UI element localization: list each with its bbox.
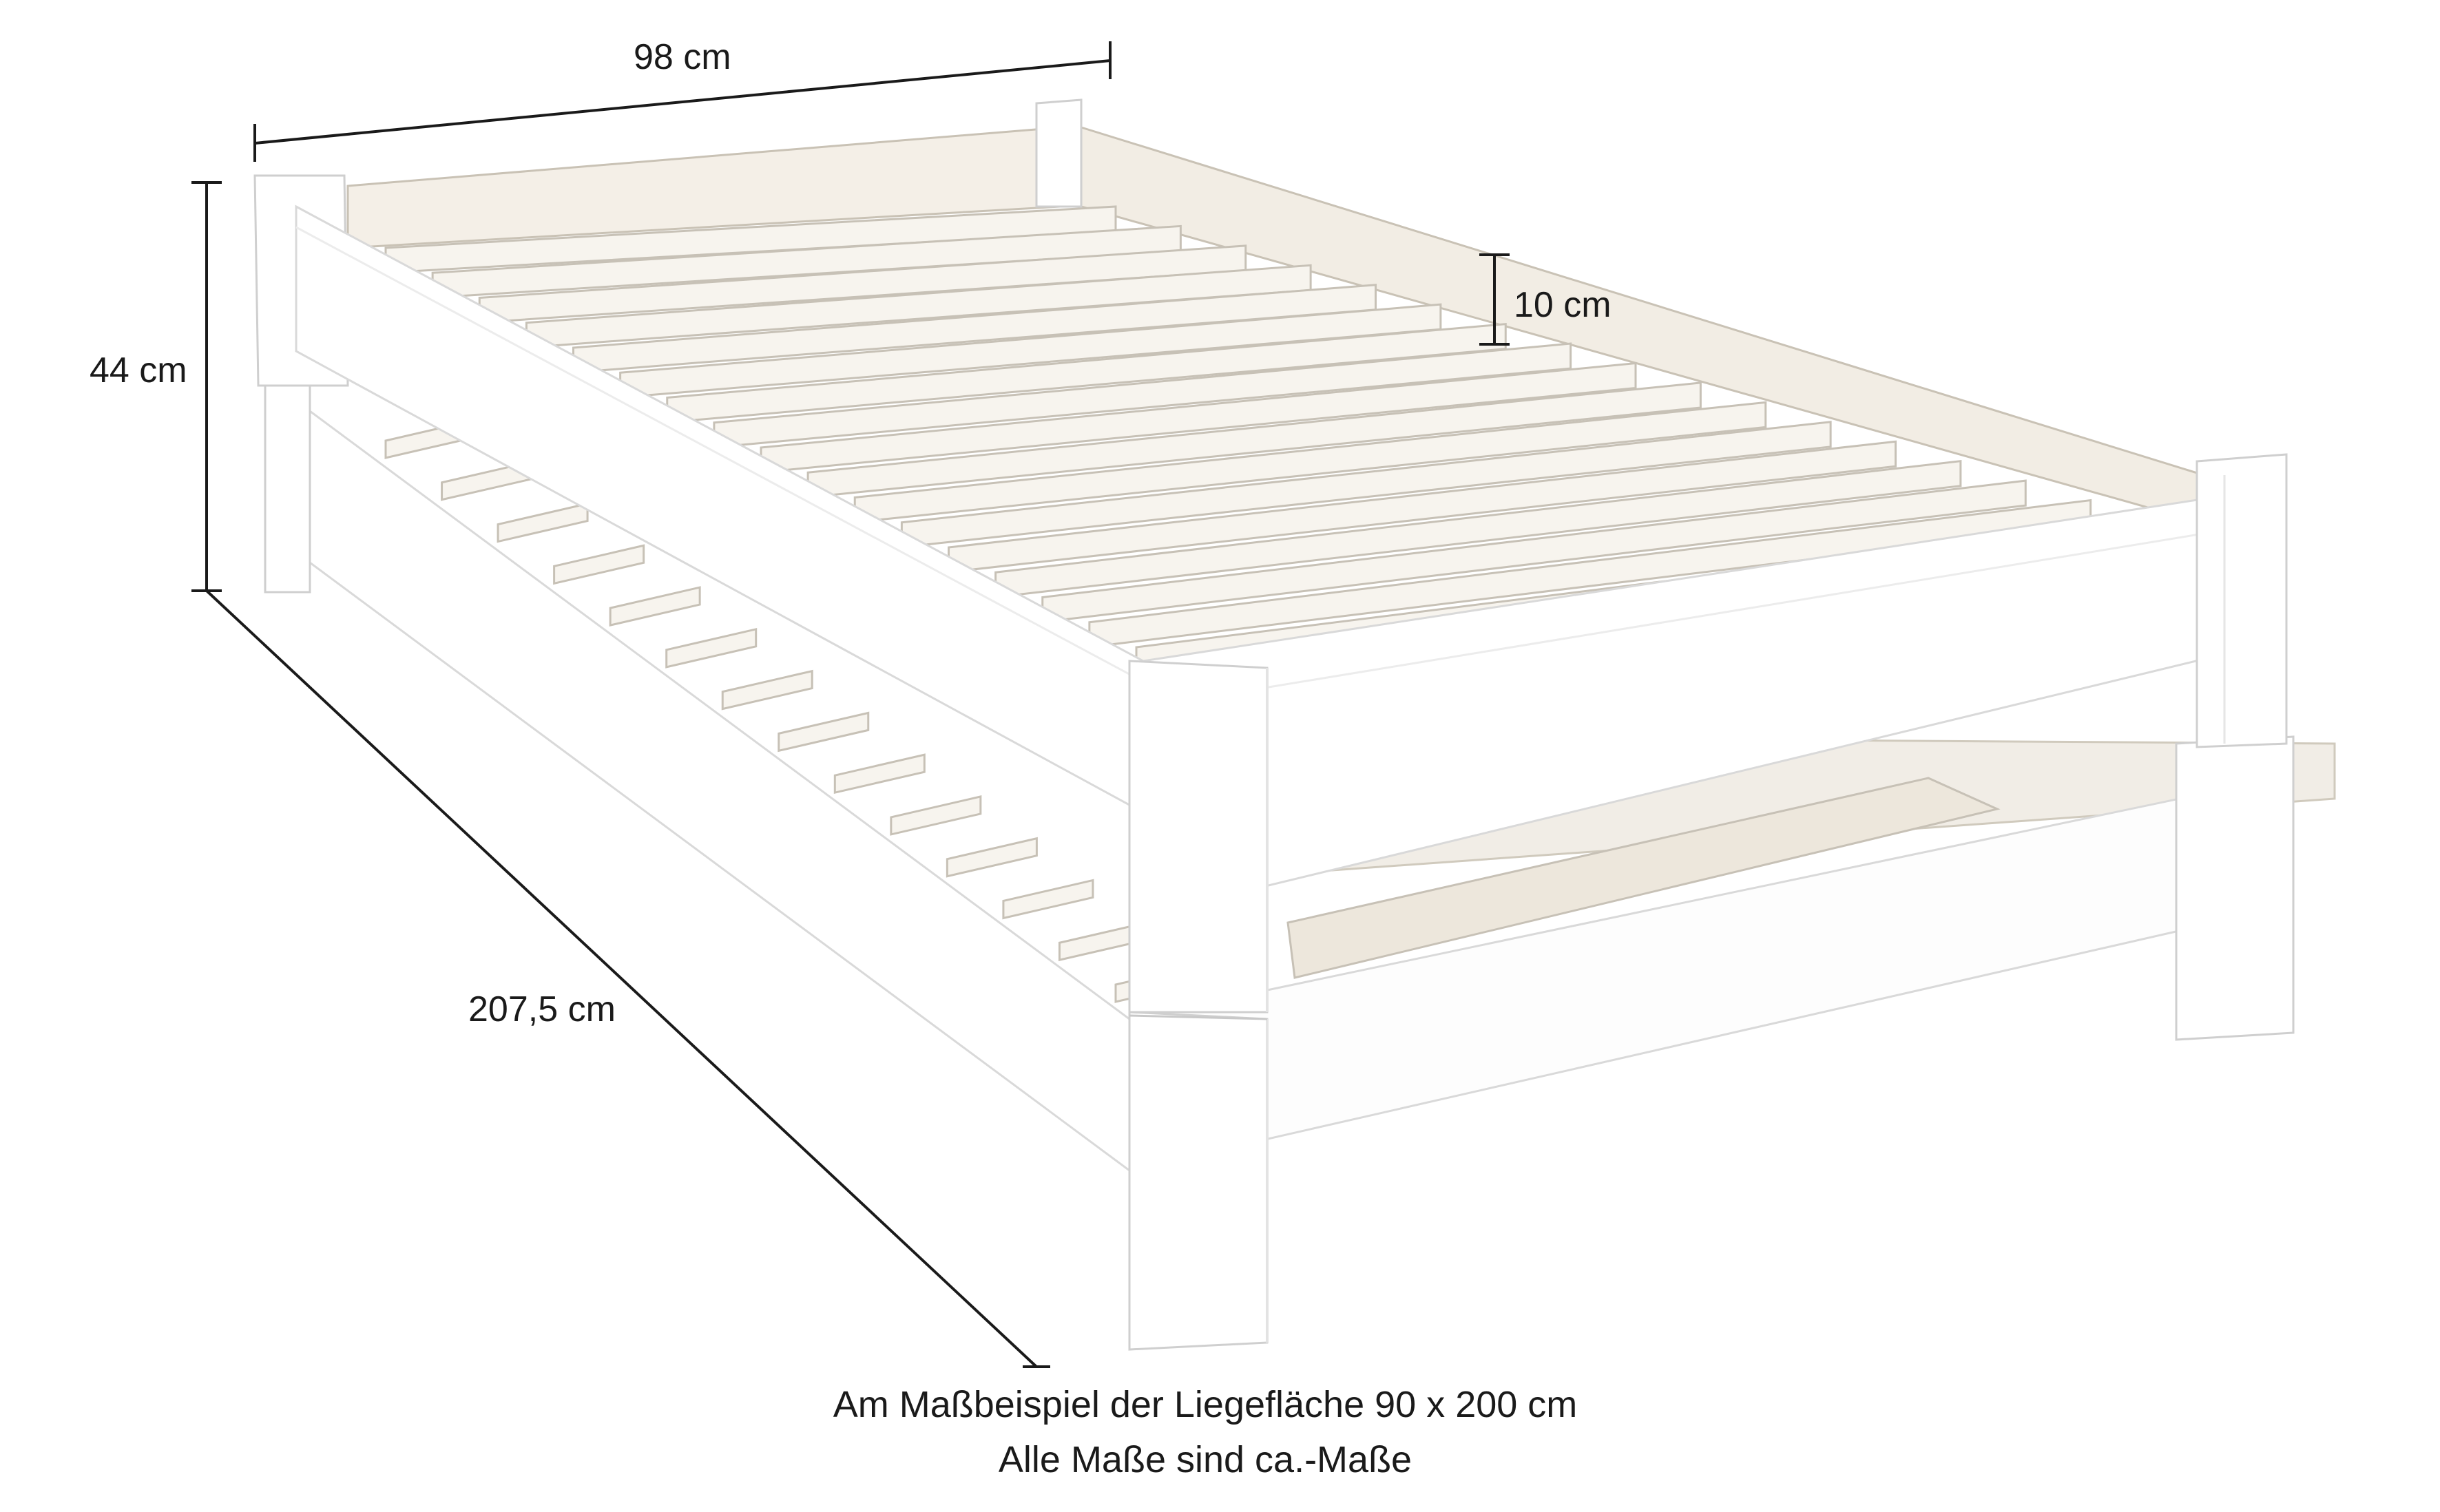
slat-height-label: 10 cm bbox=[1514, 285, 1612, 325]
length-dimension-line bbox=[205, 589, 1038, 1368]
lower-slat bbox=[778, 711, 870, 753]
lower-slat bbox=[890, 795, 982, 836]
lower-slat bbox=[665, 627, 758, 669]
width-dimension-line bbox=[254, 59, 1111, 145]
lower-bed-front-post bbox=[1128, 1011, 1269, 1351]
upper-bed-front-post bbox=[1128, 660, 1269, 1014]
lower-bed-left-post bbox=[264, 381, 311, 594]
lower-bed bbox=[264, 381, 2336, 1351]
lower-slat bbox=[497, 502, 589, 543]
lower-slat bbox=[609, 586, 701, 627]
lower-bed-right-post bbox=[2175, 735, 2295, 1041]
stack-joint-line bbox=[1129, 1014, 1268, 1020]
width-label: 98 cm bbox=[634, 37, 731, 77]
lower-slat bbox=[721, 669, 813, 711]
upper-bed-head-right-post bbox=[1035, 98, 1083, 208]
caption-line-2: Alle Maße sind ca.-Maße bbox=[999, 1439, 1412, 1480]
lower-slat bbox=[1002, 879, 1094, 920]
caption-line-1: Am Maßbeispiel der Liegefläche 90 x 200 … bbox=[833, 1384, 1578, 1425]
lower-bed-slats bbox=[384, 419, 1207, 1003]
lower-slat bbox=[946, 837, 1038, 878]
upper-bed bbox=[253, 98, 2288, 1020]
upper-bed-foot-right-post bbox=[2196, 453, 2288, 748]
lower-slat bbox=[553, 544, 645, 585]
dimension-lines bbox=[191, 41, 1510, 1368]
length-label: 207,5 cm bbox=[468, 989, 616, 1029]
height-label: 44 cm bbox=[90, 350, 187, 390]
lower-slat bbox=[833, 753, 926, 795]
lower-bed-slat bbox=[1286, 777, 2001, 979]
